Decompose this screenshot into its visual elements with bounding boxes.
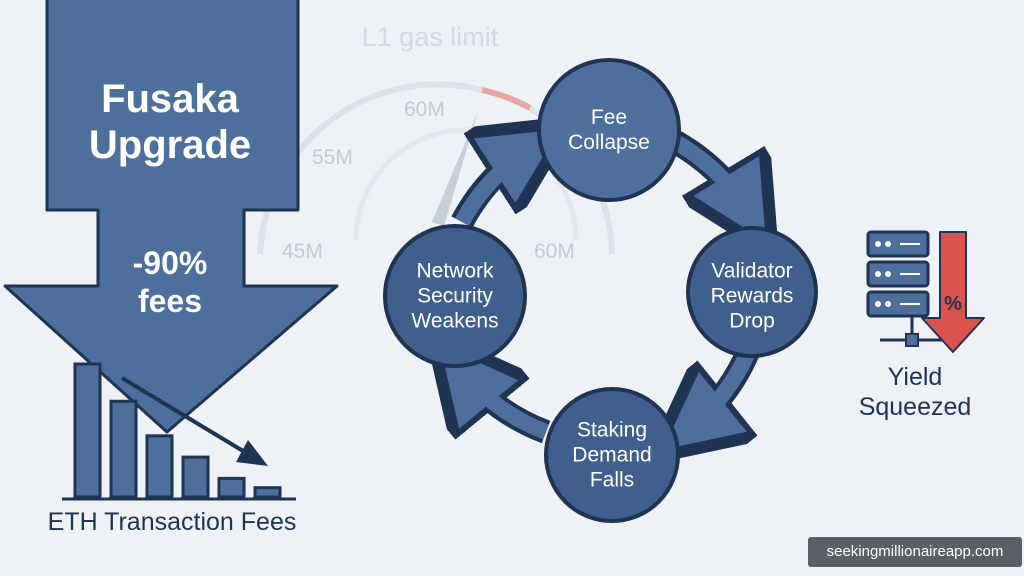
- node-network-security-label: Network Security Weakens: [411, 259, 499, 333]
- gauge-red-zone: [481, 87, 532, 111]
- fee-bar-chart: [62, 362, 296, 501]
- fee-bar: [109, 399, 138, 499]
- yield-percent-badge: %: [944, 293, 962, 315]
- fee-bar: [145, 434, 174, 499]
- gauge-tick-top: 60M: [404, 98, 445, 121]
- gauge-tick-upper-left: 55M: [312, 146, 353, 169]
- fee-bar: [217, 476, 246, 499]
- node-fee-collapse: [537, 58, 681, 202]
- upgrade-title: Fusaka Upgrade: [88, 77, 252, 167]
- node-validator-rewards-label: Validator Rewards Drop: [710, 259, 794, 333]
- gauge-tick-right: 60M: [534, 240, 575, 263]
- yield-down-arrow-icon: [921, 231, 985, 353]
- fee-trend-arrow-line: [120, 376, 250, 456]
- fee-bar: [253, 486, 282, 499]
- node-network-security: [383, 224, 527, 368]
- node-staking-demand-label: Staking Demand Falls: [572, 418, 652, 492]
- fee-chart-caption: ETH Transaction Fees: [47, 508, 297, 536]
- yield-label: Yield Squeezed: [858, 363, 972, 421]
- server-icon: [866, 230, 944, 347]
- upgrade-arrow: [3, 0, 339, 434]
- fee-change-label: -90% fees: [132, 245, 208, 319]
- fee-bar: [73, 362, 102, 499]
- cycle-arrows-fill: [454, 132, 756, 440]
- node-validator-rewards: [686, 226, 818, 358]
- node-fee-collapse-label: Fee Collapse: [568, 106, 650, 154]
- node-staking-demand: [544, 387, 680, 523]
- gauge-title: L1 gas limit: [361, 22, 499, 52]
- fee-trend-arrow-head: [236, 440, 268, 466]
- watermark: seekingmillionaireapp.com: [808, 537, 1022, 567]
- fee-bar: [181, 455, 210, 499]
- gauge-tick-left: 45M: [282, 240, 323, 263]
